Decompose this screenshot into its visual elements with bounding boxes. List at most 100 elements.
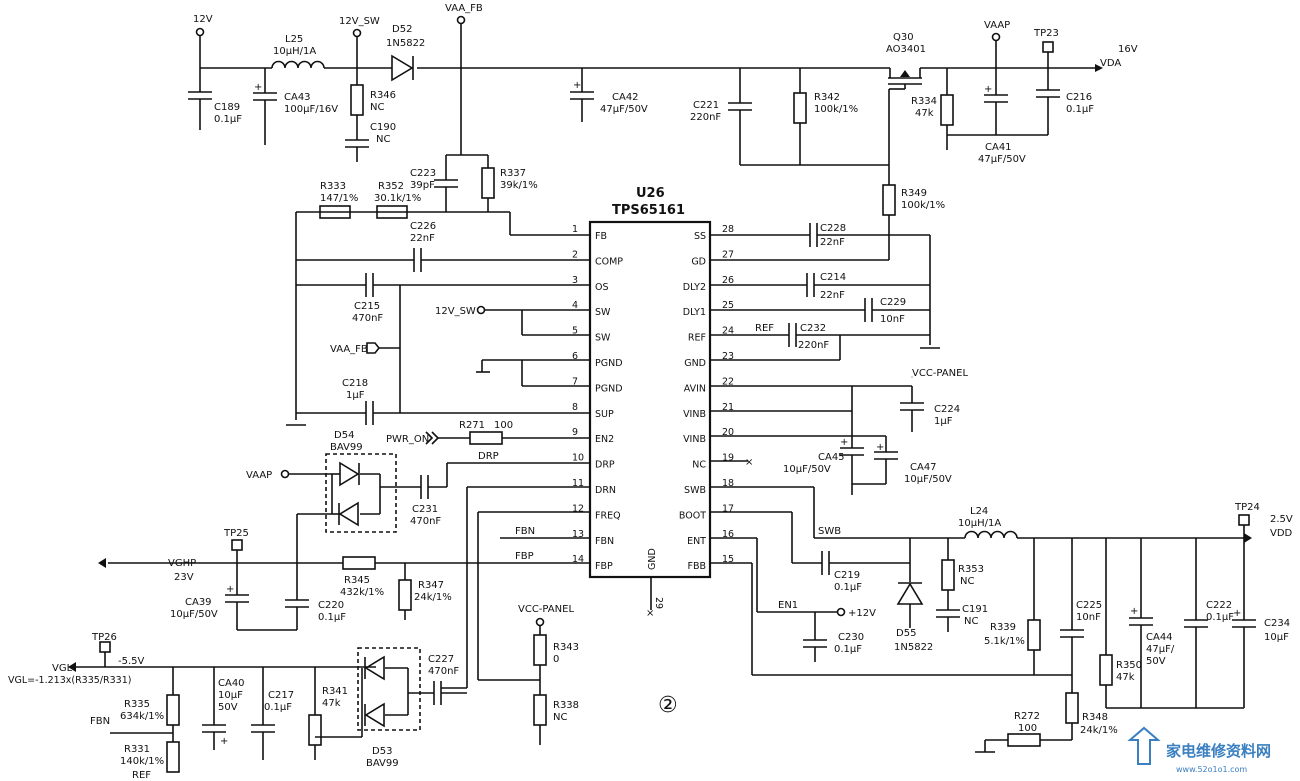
node-12v (195, 27, 205, 37)
net-vcc-panel-left: VCC-PANEL (518, 604, 574, 615)
net-16v: 16V (1118, 44, 1138, 55)
net-vcc-panel-right: VCC-PANEL (912, 368, 968, 379)
c224-ref: C224 (934, 404, 960, 415)
c231-val: 470nF (410, 516, 441, 527)
pin-name-left: COMP (595, 256, 623, 267)
c226-ref: C226 (410, 221, 436, 232)
pin-num-left: 12 (572, 503, 584, 514)
pin-name-left: PGND (595, 358, 623, 369)
ca43-val: 100μF/16V (284, 104, 338, 115)
ca40-val2: 50V (218, 702, 238, 713)
r334-val: 47k (915, 108, 934, 119)
svg-text:×: × (646, 608, 654, 619)
c234-val: 10μF (1264, 632, 1289, 643)
net-fbn-bl: FBN (90, 716, 110, 727)
pin-num-right: 25 (722, 300, 734, 311)
pin-num-right: 20 (722, 427, 734, 438)
pin-name-right: GD (691, 256, 706, 267)
pin-name-right: SS (694, 231, 706, 242)
l24-ref: L24 (970, 506, 988, 517)
r352-val: 30.1k/1% (374, 193, 421, 204)
r348-val: 24k/1% (1080, 725, 1118, 736)
chip-part: TPS65161 (612, 203, 685, 218)
r333-val: 147/1% (320, 193, 358, 204)
ca44-val2: 50V (1146, 656, 1166, 667)
pin-name-right: VINB (683, 409, 706, 420)
ca44-ref: CA44 (1146, 632, 1173, 643)
pin-name-right: GND (684, 358, 706, 369)
pin-num-right: 23 (722, 351, 734, 362)
pin-num-right: 22 (722, 376, 734, 387)
pin-name-right: AVIN (684, 383, 706, 394)
c220-val: 0.1μF (318, 612, 346, 623)
l25-ref: L25 (285, 34, 303, 45)
mosfet-q30 (888, 68, 922, 185)
pin-num-right: 26 (722, 275, 734, 286)
pin-name-left: PGND (595, 383, 623, 394)
r331-val: 140k/1% (120, 756, 164, 767)
svg-text:+: + (1130, 606, 1138, 617)
r347-val: 24k/1% (414, 592, 452, 603)
pin-num-left: 1 (572, 224, 578, 235)
net-12v: 12V (193, 14, 213, 25)
pin-name-left: FB (595, 231, 607, 242)
d54-ref: D54 (334, 430, 354, 441)
r335-ref: R335 (124, 699, 150, 710)
net-vdd: VDD (1270, 528, 1293, 539)
r271-ref: R271 (459, 420, 485, 431)
c223-ref: C223 (410, 168, 436, 179)
pin-name-left: SW (595, 333, 611, 344)
c229-ref: C229 (880, 297, 906, 308)
net-fbn: FBN (515, 526, 535, 537)
diode-d52 (391, 54, 414, 82)
pin-name-right: ENT (687, 536, 706, 547)
c214-ref: C214 (820, 272, 846, 283)
r271-val: 100 (494, 420, 513, 431)
c224-val: 1μF (934, 416, 953, 427)
pin-name-right: BOOT (679, 510, 706, 521)
net-tp26: TP26 (91, 632, 117, 643)
r341-val: 47k (322, 698, 341, 709)
chip-gnd-pin-name: GND (647, 548, 658, 570)
c191-val: NC (964, 616, 978, 627)
right-pin-group: 28SS27GD26DLY225DLY124REF23GND22AVIN21VI… (679, 224, 734, 572)
c215-ref: C215 (354, 301, 380, 312)
r350-ref: R350 (1116, 660, 1142, 671)
net-12v-sw-in: 12V_SW (435, 306, 476, 317)
r337-ref: R337 (500, 168, 526, 179)
r353-ref: R353 (958, 564, 984, 575)
chip-ref: U26 (636, 186, 665, 201)
c232-ref: C232 (800, 323, 826, 334)
d52-val: 1N5822 (386, 38, 425, 49)
pin-name-left: FBP (595, 561, 613, 572)
ca39-ref: CA39 (185, 597, 212, 608)
ca45-ref: CA45 (818, 452, 845, 463)
c226-val: 22nF (410, 233, 435, 244)
net-vda: VDA (1100, 58, 1121, 69)
l24-val: 10μH/1A (958, 518, 1001, 529)
net-pwr-on: PWR_ON (386, 434, 429, 445)
c218-ref: C218 (342, 378, 368, 389)
c189-ref: C189 (214, 102, 240, 113)
ca47-ref: CA47 (910, 462, 937, 473)
net-ref-in: REF (755, 323, 774, 334)
net-23v: 23V (174, 572, 194, 583)
c229-val: 10nF (880, 314, 905, 325)
svg-text:+: + (876, 442, 884, 453)
r343-ref: R343 (553, 642, 579, 653)
ca40-ref: CA40 (218, 678, 245, 689)
pin-num-right: 18 (722, 478, 734, 489)
r342-val: 100k/1% (814, 104, 858, 115)
c217-ref: C217 (268, 690, 294, 701)
circle-number: ② (658, 693, 678, 718)
net-vgl: VGL (52, 663, 73, 674)
net-p12v: +12V (848, 608, 876, 619)
d53-val: BAV99 (366, 758, 399, 769)
svg-text:+: + (984, 84, 992, 95)
net-m55: -5.5V (118, 656, 145, 667)
d55-ref: D55 (896, 628, 916, 639)
c216-val: 0.1μF (1066, 104, 1094, 115)
pin-num-right: 28 (722, 224, 734, 235)
top-rail (199, 35, 1095, 69)
r349-ref: R349 (901, 188, 927, 199)
